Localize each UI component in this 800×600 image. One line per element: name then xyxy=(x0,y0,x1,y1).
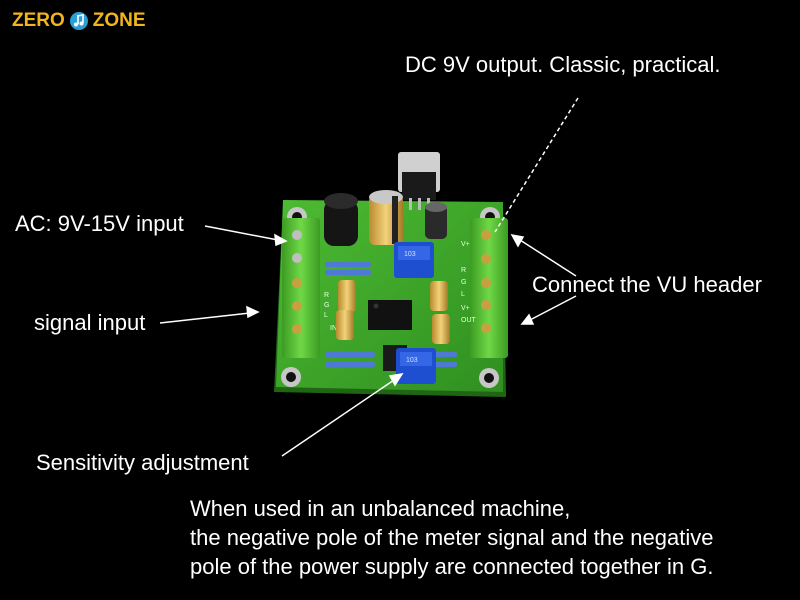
electrolytic-capacitor xyxy=(425,202,447,239)
svg-text:V+: V+ xyxy=(461,305,470,312)
note-line: When used in an unbalanced machine, xyxy=(190,496,571,521)
terminal-block-left xyxy=(282,218,320,358)
note-line: the negative pole of the meter signal an… xyxy=(190,525,714,550)
svg-text:L: L xyxy=(324,312,328,319)
ac-input-label: AC: 9V-15V input xyxy=(15,211,184,236)
logo-text-right: ZONE xyxy=(92,10,146,31)
sensitivity-label: Sensitivity adjustment xyxy=(36,450,249,475)
mounting-hole xyxy=(281,367,301,387)
pcb xyxy=(274,200,506,397)
resistor-array xyxy=(325,262,457,367)
signal-input-label: signal input xyxy=(34,310,146,335)
callout-arrows xyxy=(159,97,579,457)
svg-text:L: L xyxy=(461,291,465,298)
music-note-icon xyxy=(69,12,88,30)
unbalanced-note: When used in an unbalanced machine, the … xyxy=(190,494,713,581)
svg-text:OUT: OUT xyxy=(461,317,477,324)
svg-text:103: 103 xyxy=(406,357,418,364)
brand-logo: ZERO ZONE xyxy=(12,10,146,32)
small-capacitor xyxy=(336,280,450,344)
dc-output-label: DC 9V output. Classic, practical. xyxy=(405,52,721,77)
vu-header-label: Connect the VU header xyxy=(532,272,762,297)
voltage-regulator xyxy=(398,152,440,210)
svg-text:V+: V+ xyxy=(461,241,470,248)
svg-text:R: R xyxy=(324,292,329,299)
black-capacitor xyxy=(324,193,358,246)
svg-text:G: G xyxy=(324,302,329,309)
trimmer-potentiometer: 103 xyxy=(394,242,434,278)
logo-text-left: ZERO xyxy=(12,10,65,31)
terminal-block-right xyxy=(470,218,508,358)
svg-text:R: R xyxy=(461,267,466,274)
trimmer-potentiometer: 103 xyxy=(396,348,436,384)
svg-text:G: G xyxy=(461,279,466,286)
note-line: pole of the power supply are connected t… xyxy=(190,554,714,579)
svg-text:103: 103 xyxy=(404,251,416,258)
electrolytic-capacitor xyxy=(369,190,403,245)
op-amp-chip xyxy=(368,300,412,330)
mounting-hole xyxy=(479,368,499,388)
